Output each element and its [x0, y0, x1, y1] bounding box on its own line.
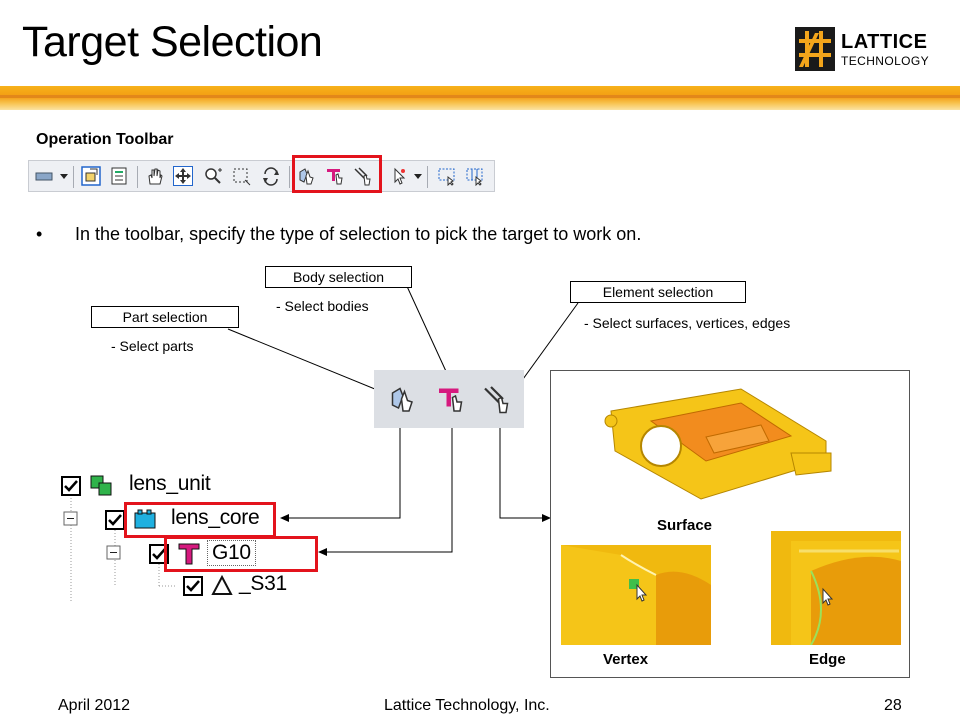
part-selection-icon[interactable] [388, 384, 418, 414]
selection-tools-highlight [292, 155, 382, 193]
vertex-model-image [561, 545, 711, 645]
lattice-logo-icon [795, 27, 835, 71]
tree-item-label: _S31 [239, 572, 287, 595]
element-selection-desc: - Select surfaces, vertices, edges [584, 315, 791, 331]
triangle-element-icon [211, 575, 233, 595]
operation-toolbar [28, 160, 495, 192]
edge-model-image [771, 531, 901, 645]
logo-subtext: TECHNOLOGY [841, 54, 930, 68]
logo-wordmark: LATTICE [841, 31, 928, 53]
zoom-icon[interactable] [203, 166, 223, 186]
surface-model-image [604, 388, 832, 500]
checkbox[interactable] [105, 510, 125, 530]
lens-core-highlight [124, 502, 276, 538]
box-select-icon[interactable] [231, 166, 251, 186]
part-icon [134, 509, 156, 529]
surface-label: Surface [657, 517, 713, 534]
body-selection-icon[interactable] [325, 166, 345, 186]
vertex-label: Vertex [603, 651, 649, 668]
company-logo: LATTICE TECHNOLOGY [795, 27, 935, 75]
footer-date: April 2012 [58, 697, 131, 714]
move-icon[interactable] [173, 166, 193, 186]
grid-select-icon[interactable] [465, 166, 485, 186]
tree-item-label: lens_unit [129, 472, 211, 495]
section-label: Operation Toolbar [36, 131, 174, 148]
chevron-down-icon[interactable] [59, 166, 69, 186]
rotate-icon[interactable] [261, 166, 281, 186]
check-icon [152, 548, 166, 560]
tree-item-label: lens_core [171, 506, 260, 529]
select-mode-icon[interactable] [81, 166, 101, 186]
check-icon [186, 580, 200, 592]
footer-company: Lattice Technology, Inc. [384, 697, 550, 714]
body-icon [178, 543, 200, 565]
part-selection-desc: - Select parts [111, 338, 194, 354]
part-selection-icon[interactable] [297, 166, 317, 186]
properties-icon[interactable] [109, 166, 129, 186]
header-banner [0, 86, 960, 110]
dropdown-icon[interactable] [35, 166, 55, 186]
checkbox[interactable] [183, 576, 203, 596]
body-selection-icon[interactable] [436, 384, 466, 414]
element-selection-icon[interactable] [482, 384, 512, 414]
assembly-icon [90, 475, 112, 496]
bullet-marker: • [36, 224, 43, 244]
page-number: 28 [884, 697, 902, 714]
page-title: Target Selection [22, 18, 323, 66]
rect-select-icon[interactable] [437, 166, 457, 186]
selection-icons-enlarged [374, 370, 524, 428]
pan-hand-icon[interactable] [145, 166, 165, 186]
tree-item-label: G10 [207, 540, 256, 566]
tree-guides [63, 498, 175, 603]
body-selection-callout: Body selection [265, 266, 412, 288]
bullet-text: In the toolbar, specify the type of sele… [75, 224, 642, 244]
body-selection-desc: - Select bodies [276, 298, 369, 314]
edge-label: Edge [809, 651, 846, 668]
checkbox[interactable] [61, 476, 81, 496]
element-preview-panel: Surface Vertex Edge [550, 370, 910, 678]
g10-highlight [164, 536, 318, 572]
part-selection-callout: Part selection [91, 306, 239, 328]
chevron-down-icon[interactable] [413, 166, 423, 186]
element-selection-icon[interactable] [353, 166, 373, 186]
element-selection-callout: Element selection [570, 281, 746, 303]
pointer-icon[interactable] [389, 166, 409, 186]
check-icon [64, 480, 78, 492]
check-icon [108, 514, 122, 526]
